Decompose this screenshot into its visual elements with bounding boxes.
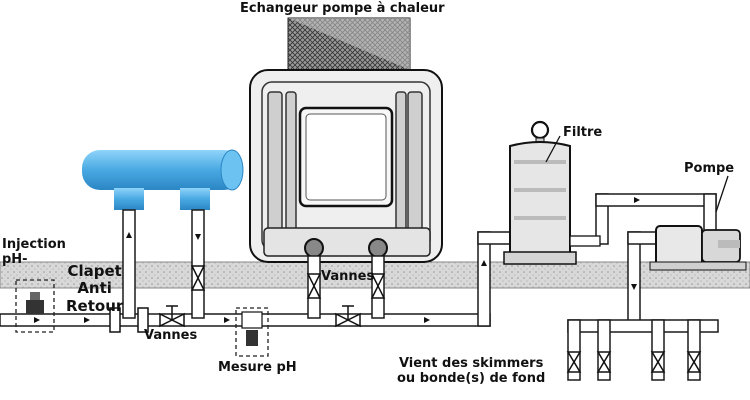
leader-lines — [545, 135, 729, 213]
heat-pump-fan-grille — [287, 17, 411, 71]
ph-measure-label: Mesure pH — [218, 360, 297, 375]
sand-filter — [503, 120, 601, 265]
pump-label: Pompe — [684, 161, 735, 176]
valve-skimmer-2 — [596, 351, 612, 373]
injection-ph-line1: Injection — [2, 237, 66, 252]
valve-center — [335, 305, 361, 328]
check-valve-label: Clapet Anti Retour — [66, 262, 124, 315]
heat-pump-unit — [249, 69, 443, 263]
skimmers-label: Vient des skimmers ou bonde(s) de fond — [397, 356, 546, 387]
valve-skimmer-4 — [686, 351, 702, 373]
skimmers-line1: Vient des skimmers — [398, 356, 544, 371]
heat-exchanger-label: Echangeur pompe à chaleur — [240, 1, 445, 16]
valve-hp-left — [306, 273, 322, 299]
valve-skimmer-1 — [566, 351, 582, 373]
injection-ph-label: Injection pH- — [2, 237, 66, 268]
check-valve-line1: Clapet — [67, 262, 122, 280]
check-valve-line2: Anti — [77, 279, 112, 298]
valves — [159, 265, 702, 373]
valves-left-label: Vannes — [144, 328, 198, 343]
valve-skimmer-3 — [650, 351, 666, 373]
valves-center-label: Vannes — [321, 269, 375, 284]
blue-collector-manifold — [82, 149, 244, 210]
valve-hp-right — [370, 273, 386, 299]
pump — [649, 225, 747, 271]
valve-left — [159, 305, 185, 328]
check-valve-line3: Retour — [66, 296, 124, 315]
skimmers-line2: ou bonde(s) de fond — [397, 370, 546, 386]
injection-ph-line2: pH- — [2, 251, 28, 267]
ph-sensor-box — [235, 307, 269, 357]
valve-collector — [190, 265, 206, 291]
injection-ph-box — [15, 279, 55, 333]
flow-arrows — [34, 197, 640, 323]
filter-label: Filtre — [563, 125, 603, 140]
check-valve — [109, 307, 149, 333]
